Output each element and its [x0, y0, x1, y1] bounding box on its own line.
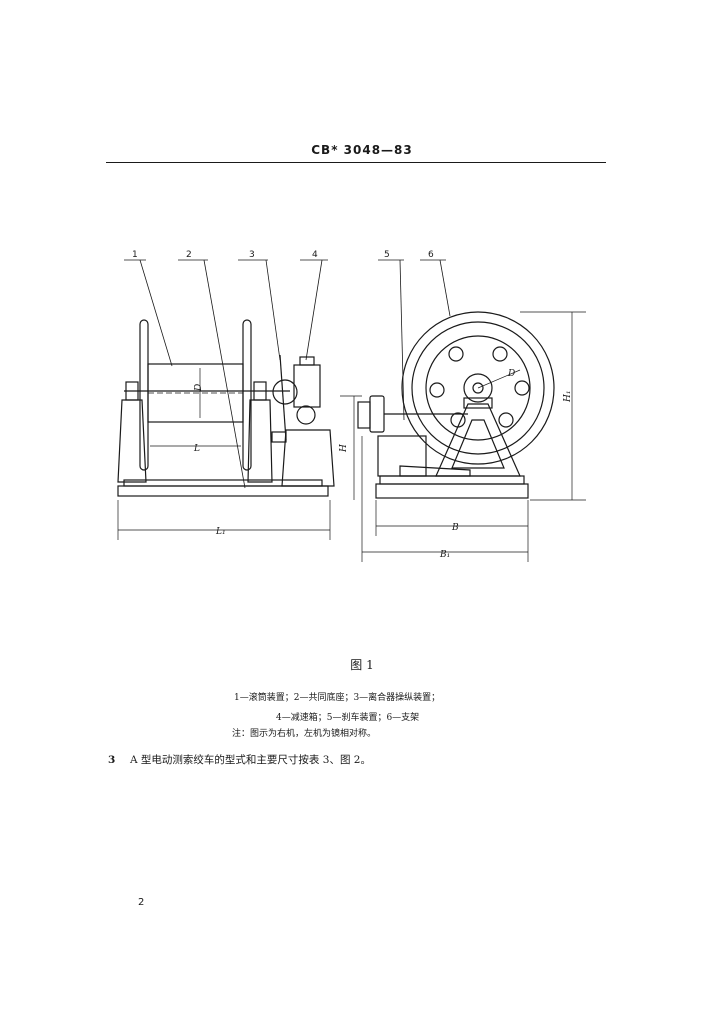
dim-label-drum-length: L: [193, 444, 200, 454]
callout-1: 1: [132, 250, 138, 260]
dim-label-base-width: B: [451, 523, 459, 533]
clause-3: 3 A 型电动测索绞车的型式和主要尺寸按表 3、图 2。: [108, 752, 371, 767]
figure-note: 注：图示为右机，左机为镜相对称。: [232, 729, 377, 739]
dim-label-overall-length: L₁: [215, 527, 226, 537]
clause-text: A 型电动测索绞车的型式和主要尺寸按表 3、图 2。: [130, 754, 371, 766]
dim-label-drum-diameter: D: [194, 384, 204, 392]
dim-label-total-height: H₁: [563, 391, 573, 403]
header-rule: [106, 162, 606, 163]
side-elevation-view: [117, 319, 335, 540]
callout-6: 6: [428, 250, 434, 260]
callout-2: 2: [186, 250, 192, 260]
legend-line-1: 1—滚筒装置；2—共同底座；3—离合器操纵装置；: [234, 693, 441, 703]
winch-drawing: 1 2 3 4 5 6 D L L₁ H H₁ B B₁ D: [117, 250, 586, 562]
leader-lines-right: [378, 259, 451, 421]
page-number: 2: [138, 897, 145, 908]
clause-number: 3: [108, 754, 116, 766]
dim-label-height: H: [339, 444, 349, 453]
callout-4: 4: [312, 250, 318, 260]
standard-header: CB* 3048—83: [311, 143, 413, 157]
callout-5: 5: [384, 250, 390, 260]
dim-label-overall-width: B₁: [439, 550, 450, 560]
legend-line-2: 4—减速箱；5—刹车装置；6—支架: [276, 713, 420, 723]
dim-label-wheel-diameter: D: [507, 369, 515, 379]
figure-caption: 图 1: [350, 658, 374, 672]
end-elevation-view: [340, 311, 586, 562]
callout-3: 3: [249, 250, 255, 260]
leader-lines-left: [124, 259, 328, 489]
